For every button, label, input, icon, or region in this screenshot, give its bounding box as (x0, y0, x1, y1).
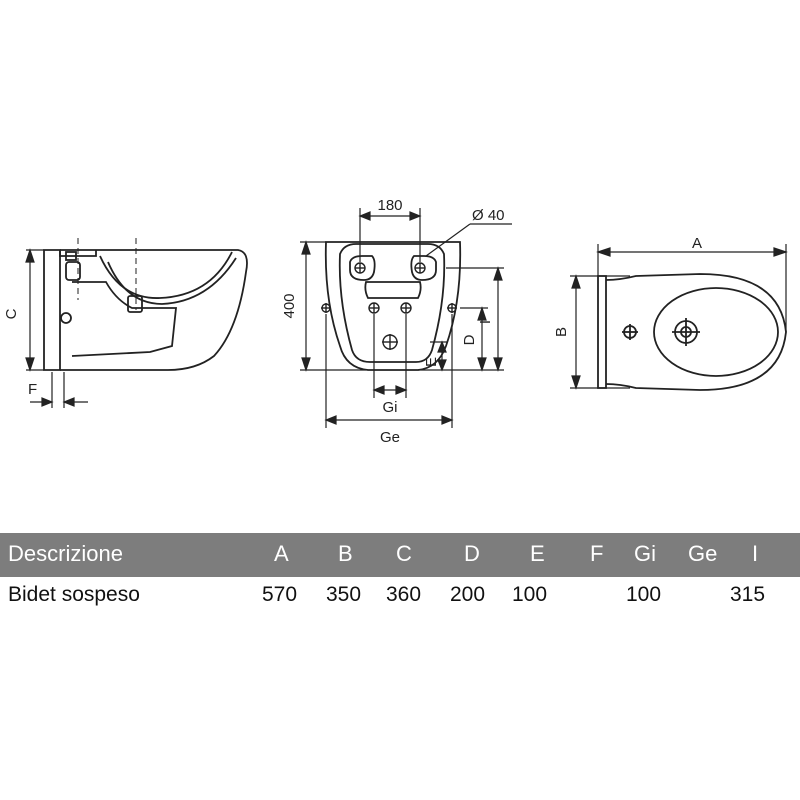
row-e: 100 (512, 583, 548, 606)
row-a: 570 (262, 583, 298, 606)
row-c: 360 (386, 583, 422, 606)
side-view (43, 249, 248, 371)
label-dim-f: F (28, 381, 37, 398)
header-c: C (396, 541, 412, 566)
header-gi: Gi (634, 541, 656, 566)
technical-drawing: C F (3, 197, 788, 446)
header-descrizione: Descrizione (8, 541, 123, 566)
label-dim-i: I (477, 320, 494, 324)
label-width-180: 180 (377, 197, 402, 214)
row-gi: 100 (626, 583, 662, 606)
row-i: 315 (730, 583, 766, 606)
row-d: 200 (450, 583, 486, 606)
label-dim-e: E (423, 357, 440, 367)
label-diameter-40: Ø 40 (472, 207, 505, 224)
header-i: I (752, 541, 759, 566)
label-dim-gi: Gi (383, 399, 398, 416)
label-dim-d: D (461, 334, 478, 345)
label-dim-a: A (692, 235, 702, 252)
header-ge: Ge (688, 541, 718, 566)
row-b: 350 (326, 583, 362, 606)
label-dim-b: B (553, 327, 570, 337)
header-b: B (338, 541, 353, 566)
header-a: A (274, 541, 289, 566)
header-e: E (530, 541, 545, 566)
label-height-400: 400 (281, 293, 298, 318)
header-f: F (590, 541, 604, 566)
table-header-band (0, 533, 800, 577)
top-view (597, 273, 787, 391)
label-dim-c: C (3, 308, 20, 319)
header-d: D (464, 541, 480, 566)
row-descrizione: Bidet sospeso (8, 583, 140, 606)
label-dim-ge: Ge (380, 429, 400, 446)
